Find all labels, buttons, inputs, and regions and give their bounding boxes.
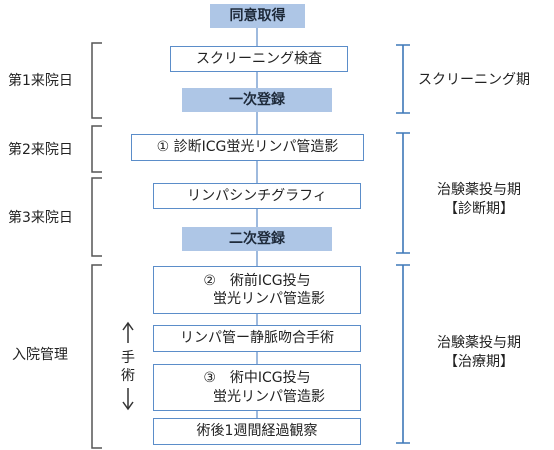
bracket-visit3: [91, 177, 102, 257]
bracket-diagnostic: [396, 132, 410, 254]
bracket-treatment: [396, 264, 410, 444]
visit3-label: 第3来院日: [8, 210, 73, 226]
period-diagnostic: 治験薬投与期 【診断期】: [423, 181, 535, 219]
surgery-arrow-up: [122, 321, 134, 343]
intraop-icg-label-line1: ③ 術中ICG投与: [203, 370, 311, 387]
screening-exam-box: スクリーニング検査: [170, 46, 348, 72]
bracket-screening: [396, 44, 410, 114]
screening-exam-label: スクリーニング検査: [196, 50, 322, 67]
period-diagnostic-line1: 治験薬投与期: [437, 182, 521, 198]
diagnostic-icg-box: ① 診断ICG蛍光リンパ管造影: [131, 134, 364, 161]
admission-label: 入院管理: [12, 347, 68, 363]
surgery-char-1: 手: [121, 350, 135, 366]
surgery-arrow-down: [122, 388, 134, 411]
secondary-registration-label: 二次登録: [229, 230, 285, 247]
lymphoscintigraphy-box: リンパシンチグラフィ: [153, 183, 361, 209]
intraop-icg-label-line2: 蛍光リンパ管造影: [213, 388, 325, 405]
lymphoscintigraphy-label: リンパシンチグラフィ: [187, 187, 327, 204]
consent-box: 同意取得: [210, 4, 305, 28]
lva-surgery-box: リンパ管ー静脈吻合手術: [153, 325, 361, 352]
secondary-registration-box: 二次登録: [182, 227, 332, 251]
preop-icg-label-line2: 蛍光リンパ管造影: [213, 291, 325, 307]
period-treatment-line2: 【治療期】: [444, 353, 514, 370]
postop-observation-box: 術後1週間経過観察: [153, 418, 361, 445]
period-treatment-line1: 治験薬投与期: [437, 335, 521, 351]
primary-registration-box: 一次登録: [182, 88, 332, 112]
surgery-vertical-label: 手 術: [120, 350, 136, 385]
consent-label: 同意取得: [229, 7, 286, 24]
visit1-label: 第1来院日: [8, 73, 73, 89]
surgery-char-2: 術: [121, 367, 135, 384]
visit2-label: 第2来院日: [8, 142, 73, 158]
bracket-admission: [91, 264, 102, 449]
period-screening-label: スクリーニング期: [418, 72, 530, 88]
intraop-icg-box: ③ 術中ICG投与 蛍光リンパ管造影: [153, 364, 361, 411]
postop-observation-label: 術後1週間経過観察: [196, 423, 318, 440]
period-diagnostic-line2: 【診断期】: [444, 200, 514, 217]
primary-registration-label: 一次登録: [229, 91, 285, 108]
preop-icg-box: ② 術前ICG投与 蛍光リンパ管造影: [153, 266, 361, 314]
bracket-visit1: [91, 42, 102, 119]
preop-icg-label-line1: ② 術前ICG投与: [203, 272, 311, 289]
bracket-visit2: [91, 125, 102, 173]
lva-surgery-label: リンパ管ー静脈吻合手術: [180, 330, 334, 347]
diagnostic-icg-label: ① 診断ICG蛍光リンパ管造影: [156, 139, 339, 156]
period-treatment: 治験薬投与期 【治療期】: [423, 334, 535, 372]
